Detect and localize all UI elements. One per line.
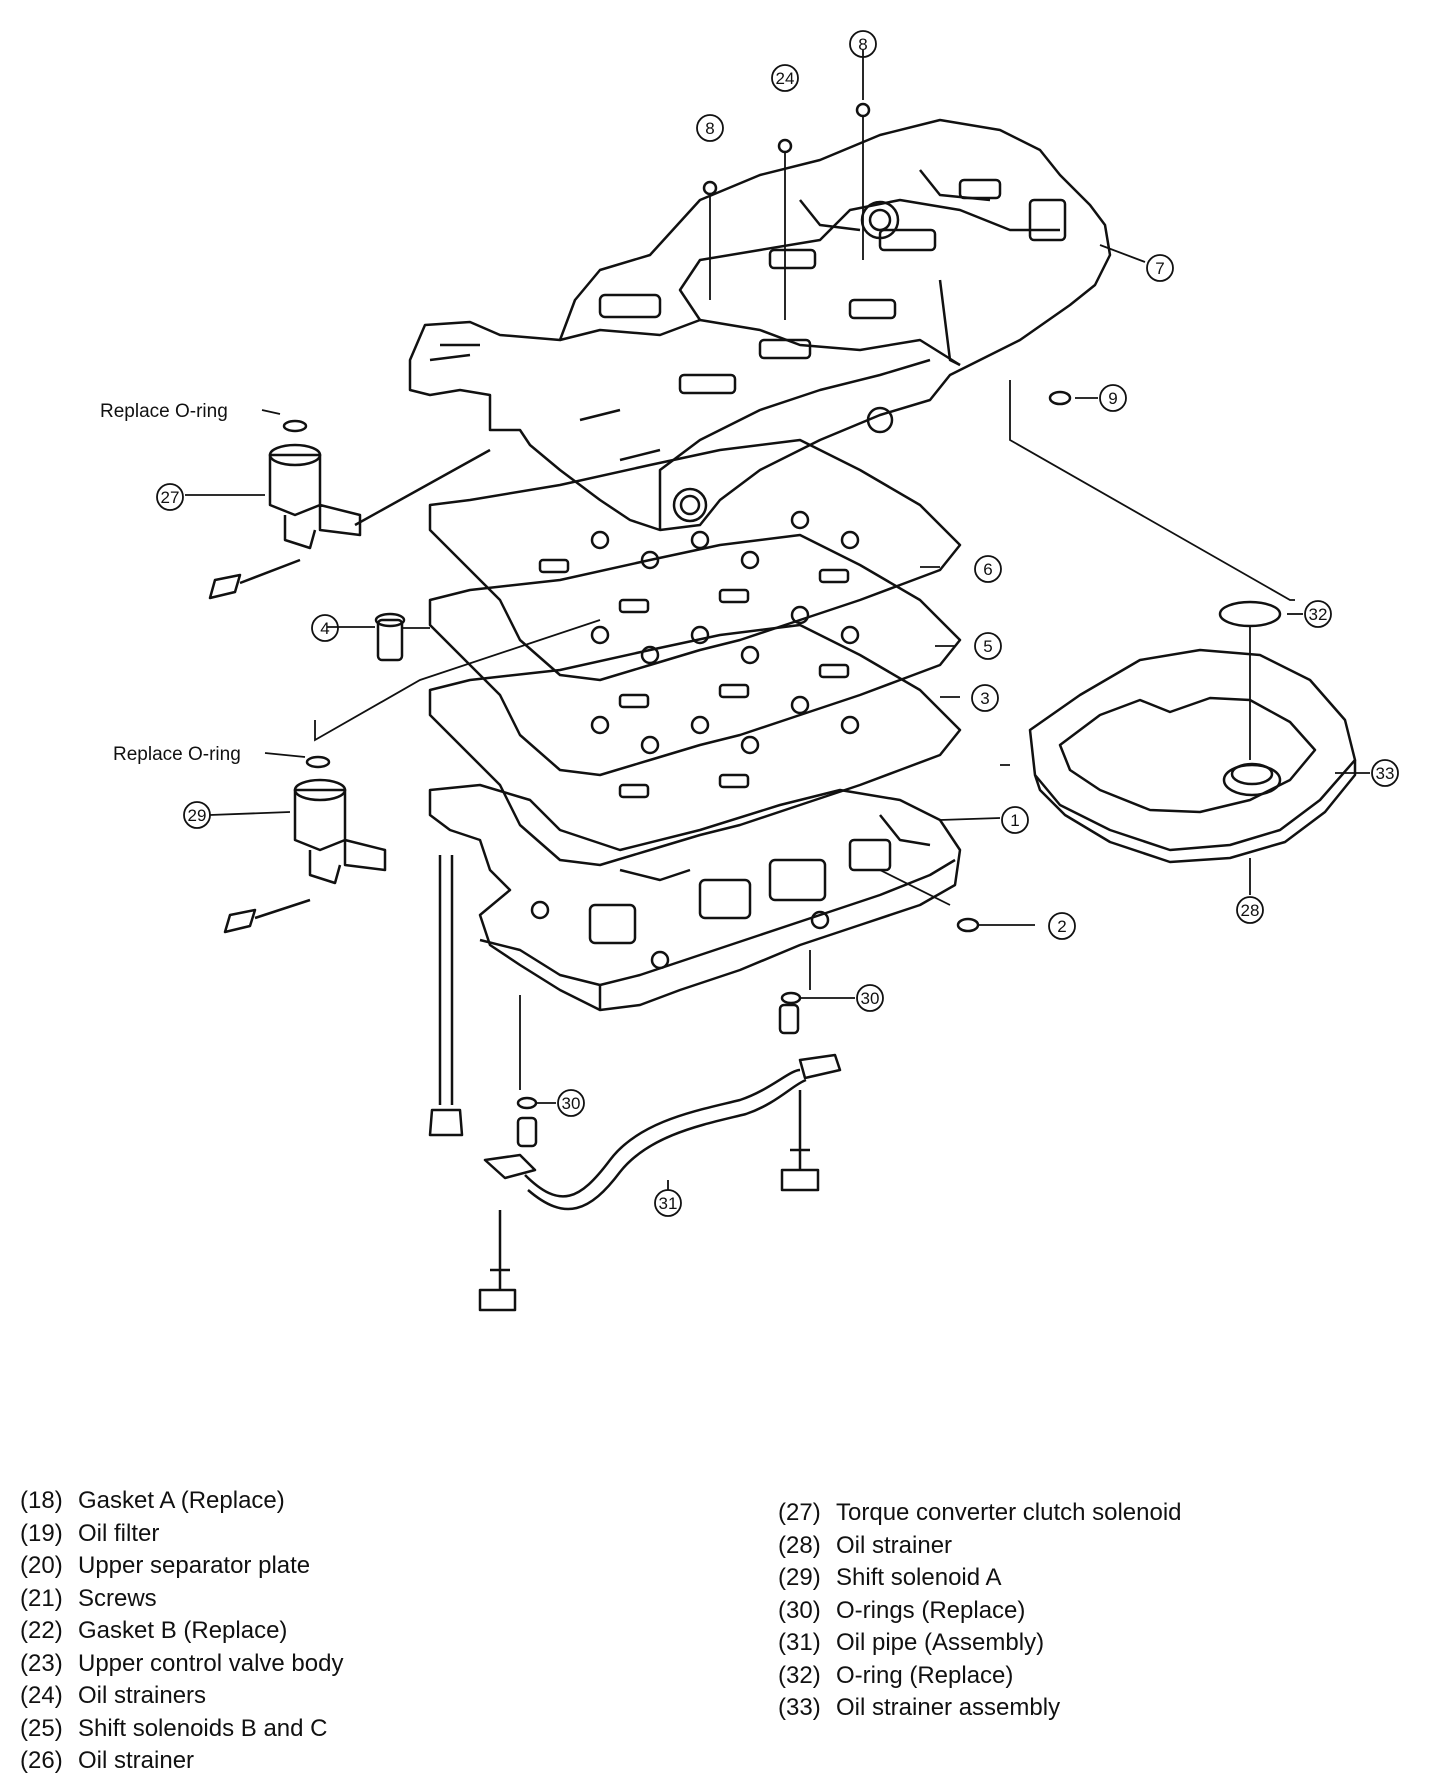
replace-oring-label-top: Replace O-ring	[100, 401, 228, 422]
svg-text:5: 5	[983, 637, 992, 656]
legend-row: (33)Oil strainer assembly	[778, 1694, 1061, 1721]
legend-row: (30)O-rings (Replace)	[778, 1596, 1026, 1624]
upper-control-valve-body	[408, 118, 1112, 532]
shift-solenoid-a	[223, 755, 387, 934]
separator-plate-3	[428, 623, 962, 867]
svg-text:3: 3	[980, 689, 989, 708]
oil-strainer-assembly	[1028, 648, 1357, 864]
svg-text:32: 32	[1309, 605, 1328, 624]
svg-text:9: 9	[1108, 389, 1117, 408]
callout-24: 24	[771, 64, 799, 92]
legend-right: (27)Torque converter clutch solenoid (28…	[778, 1497, 1182, 1725]
lower-control-valve-body	[428, 783, 962, 1012]
svg-text:27: 27	[161, 488, 180, 507]
svg-text:31: 31	[659, 1194, 678, 1213]
long-bolt	[428, 855, 464, 1137]
pipe-bolt-left	[478, 1210, 517, 1312]
svg-text:30: 30	[562, 1094, 581, 1113]
callout-27: 27	[156, 483, 184, 511]
legend-row: (21)Screws	[20, 1584, 157, 1612]
legend-row: (32)O-ring (Replace)	[778, 1661, 1014, 1689]
legend-row: (23)Upper control valve body	[20, 1649, 344, 1677]
legend-row: (31)Oil pipe (Assembly)	[778, 1629, 1045, 1656]
oil-pipe	[483, 1003, 842, 1211]
callout-4: 4	[311, 614, 339, 642]
pipe-bolt-right	[780, 1090, 820, 1192]
svg-text:2: 2	[1057, 917, 1066, 936]
callout-32: 32	[1304, 600, 1332, 628]
legend-row: (19)Oil filter	[20, 1519, 160, 1547]
callout-1: 1	[1001, 806, 1029, 834]
legend-row: (25)Shift solenoids B and C	[20, 1714, 328, 1742]
o-ring-24	[777, 138, 793, 154]
legend-row: (26)Oil strainer	[20, 1747, 195, 1774]
svg-text:4: 4	[320, 619, 329, 638]
callout-5: 5	[974, 632, 1002, 660]
legend-row: (22)Gasket B (Replace)	[20, 1617, 288, 1644]
o-ring-8a	[702, 180, 718, 196]
legend-row: (24)Oil strainers	[20, 1682, 207, 1709]
callout-9: 9	[1099, 384, 1127, 412]
callout-2: 2	[1048, 912, 1076, 940]
svg-text:28: 28	[1241, 901, 1260, 920]
gasket-5	[428, 533, 962, 777]
exploded-valve-body-diagram: 8 24 8 7 9 27 6 4 32 5 3 33 29 1 2 28 30…	[100, 30, 1399, 1312]
o-ring-2	[956, 917, 980, 933]
oil-strainer-4	[374, 612, 406, 662]
callout-group: 8 24 8 7 9 27 6 4 32 5 3 33 29 1 2 28 30…	[156, 30, 1399, 1217]
callout-33: 33	[1371, 759, 1399, 787]
callout-29: 29	[183, 801, 211, 829]
svg-text:1: 1	[1010, 811, 1019, 830]
tcc-solenoid	[208, 419, 491, 600]
gasket-6	[428, 438, 962, 682]
callout-6: 6	[974, 555, 1002, 583]
o-ring-9	[1048, 390, 1072, 406]
callout-7: 7	[1146, 254, 1174, 282]
o-ring-30b	[516, 1096, 538, 1110]
svg-text:24: 24	[776, 69, 795, 88]
svg-text:8: 8	[858, 35, 867, 54]
o-ring-30a	[780, 991, 802, 1005]
callout-28: 28	[1236, 896, 1264, 924]
legend-row: (20)Upper separator plate	[20, 1552, 311, 1579]
legend-row: (29)Shift solenoid A	[778, 1564, 1002, 1591]
svg-text:33: 33	[1376, 764, 1395, 783]
svg-text:30: 30	[861, 989, 880, 1008]
legend-row: (28)Oil strainer	[778, 1531, 953, 1559]
o-ring-32	[1218, 600, 1282, 628]
legend-row: (27)Torque converter clutch solenoid	[778, 1499, 1182, 1526]
legend-row: (18)Gasket A (Replace)	[20, 1487, 285, 1514]
svg-text:7: 7	[1155, 259, 1164, 278]
callout-30-left: 30	[557, 1089, 585, 1117]
svg-text:29: 29	[188, 806, 207, 825]
replace-oring-label-bottom: Replace O-ring	[113, 744, 241, 765]
svg-text:6: 6	[983, 560, 992, 579]
callout-8-right: 8	[849, 30, 877, 58]
callout-3: 3	[971, 684, 999, 712]
svg-text:8: 8	[705, 119, 714, 138]
callout-31: 31	[654, 1189, 682, 1217]
callout-30-right: 30	[856, 984, 884, 1012]
legend-left: (18)Gasket A (Replace) (19)Oil filter (2…	[20, 1485, 343, 1778]
callout-8-left: 8	[696, 114, 724, 142]
o-ring-8b	[855, 102, 871, 118]
